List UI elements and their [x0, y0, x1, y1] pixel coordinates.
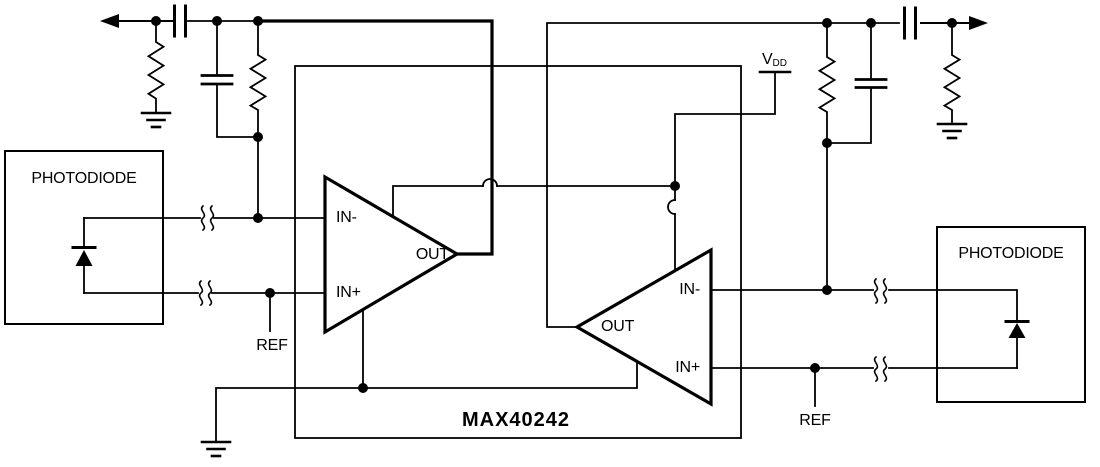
left-amp-out-label: OUT [415, 246, 449, 263]
left-amp-in-minus-label: IN- [336, 209, 357, 226]
left-in-minus-wire [83, 204, 326, 232]
vdd-label-sub: DD [772, 58, 787, 69]
left-feedback-resistor [248, 20, 268, 138]
right-arrowhead-icon [969, 16, 988, 30]
right-termination-resistor [936, 22, 968, 140]
right-photodiode-icon [1004, 320, 1030, 369]
supply-rail [392, 178, 676, 272]
ground-icon [140, 111, 172, 129]
vdd-label-main: V [762, 51, 773, 68]
junction-dots [151, 16, 957, 393]
left-photodiode-box [4, 150, 164, 325]
right-opamp-output-wire [546, 22, 900, 328]
left-feedback-capacitor [200, 20, 259, 138]
left-output-arrow [100, 14, 173, 28]
ground-icon [200, 440, 232, 458]
left-amp-in-plus-label: IN+ [336, 284, 361, 301]
left-ref-label: REF [256, 337, 288, 354]
right-ac-coupling-capacitor [903, 6, 917, 40]
ground-icon [936, 122, 968, 140]
right-in-minus-wire [710, 277, 1018, 323]
right-feedback-resistor [817, 22, 837, 144]
chip-label: MAX40242 [461, 409, 571, 431]
left-photodiode-icon [71, 217, 97, 294]
vdd-label: VDD [762, 52, 787, 72]
wire-break-icon [200, 204, 215, 232]
right-photodiode-box [936, 226, 1086, 403]
right-feedback-capacitor [826, 22, 888, 144]
right-in-plus-wire [710, 355, 1018, 383]
left-photodiode-label: PHOTODIODE [31, 170, 137, 187]
right-ref-label: REF [799, 412, 831, 429]
wire-break-icon [873, 277, 888, 305]
left-arrowhead-icon [100, 14, 119, 28]
crossover-hop-icon [667, 199, 676, 215]
wire-break-icon [873, 355, 888, 383]
right-amp-in-minus-label: IN- [679, 281, 700, 298]
left-opamp-triangle [323, 174, 461, 335]
right-amp-in-plus-label: IN+ [675, 359, 700, 376]
left-ac-coupling-capacitor [173, 4, 187, 38]
crossover-hop-icon [482, 178, 498, 187]
wire-break-icon [198, 279, 213, 307]
right-output-arrow [920, 16, 988, 30]
vdd-supply-wire [674, 70, 792, 187]
right-amp-out-label: OUT [601, 318, 635, 335]
left-in-plus-wire [83, 279, 326, 307]
right-opamp-triangle [573, 247, 713, 407]
right-photodiode-label: PHOTODIODE [958, 245, 1064, 262]
left-termination-resistor [140, 20, 172, 129]
left-opamp-output-wire [256, 19, 494, 256]
max40242-box [294, 65, 742, 439]
ground-rail [200, 309, 638, 458]
